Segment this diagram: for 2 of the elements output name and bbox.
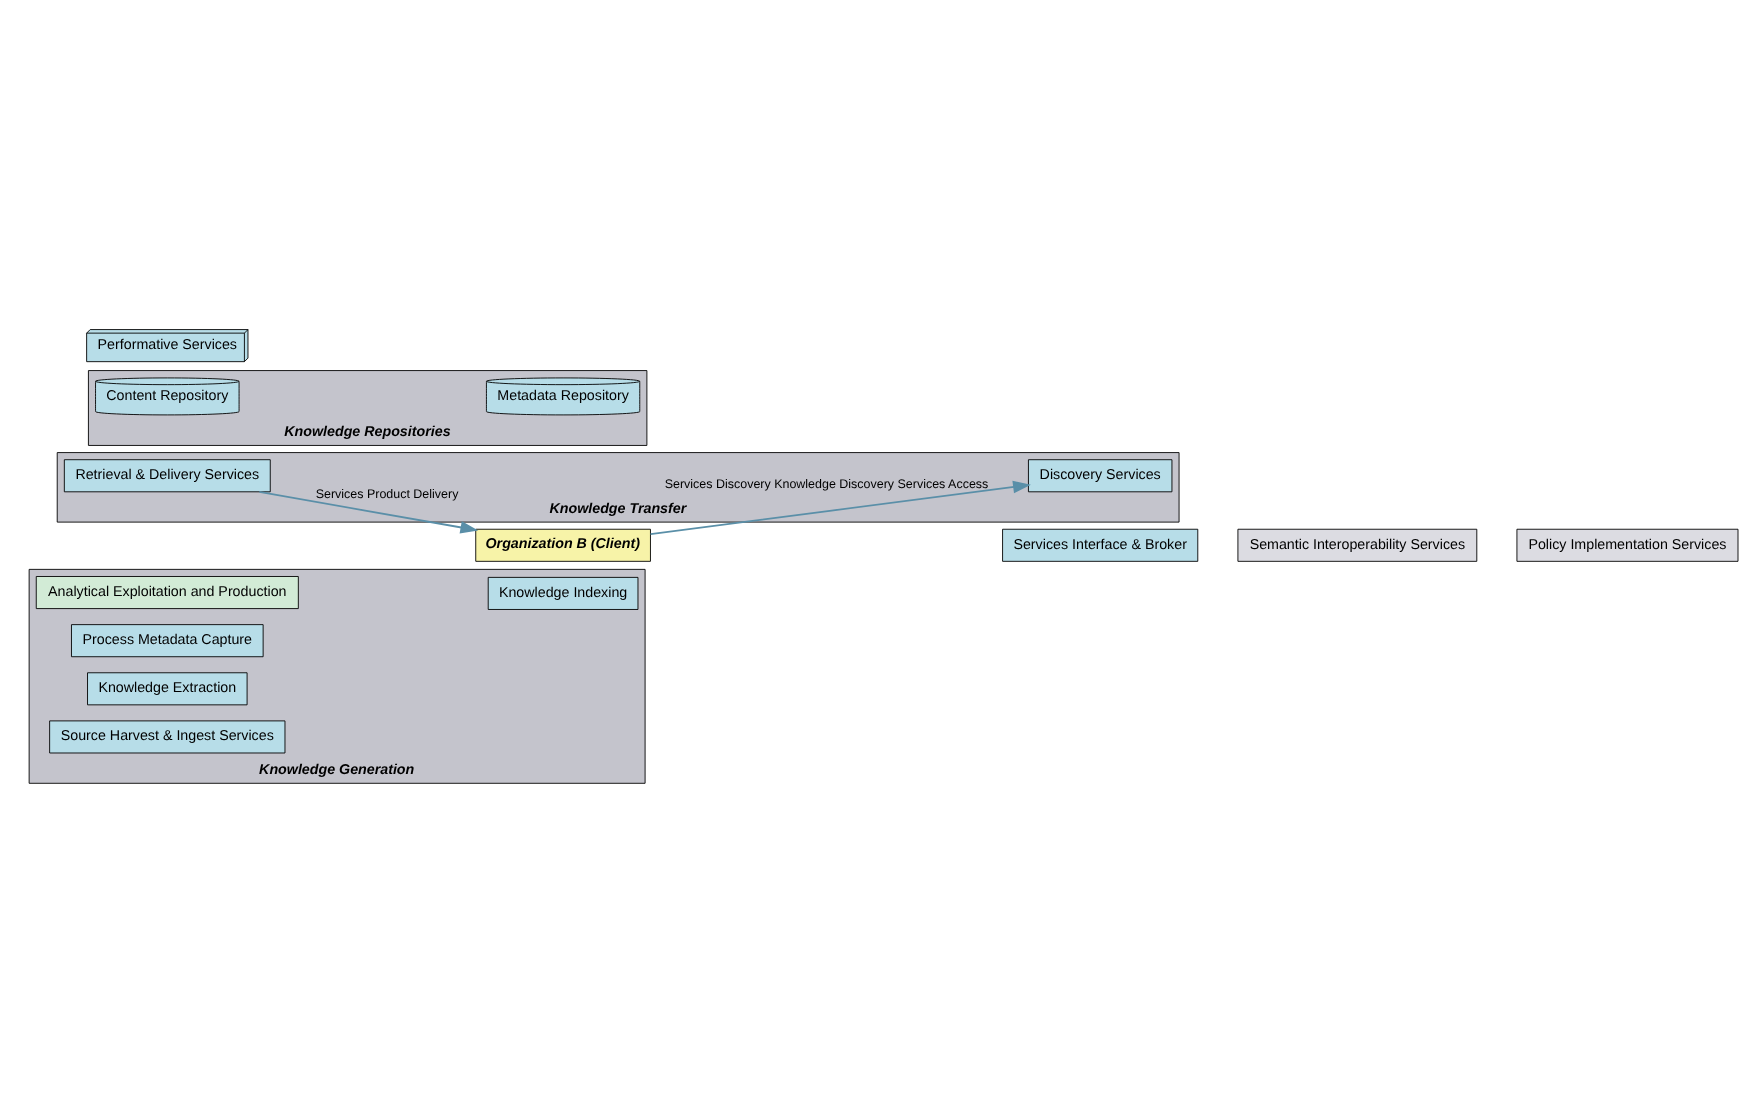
arrow: [649, 480, 1031, 535]
arrow: [258, 490, 479, 534]
